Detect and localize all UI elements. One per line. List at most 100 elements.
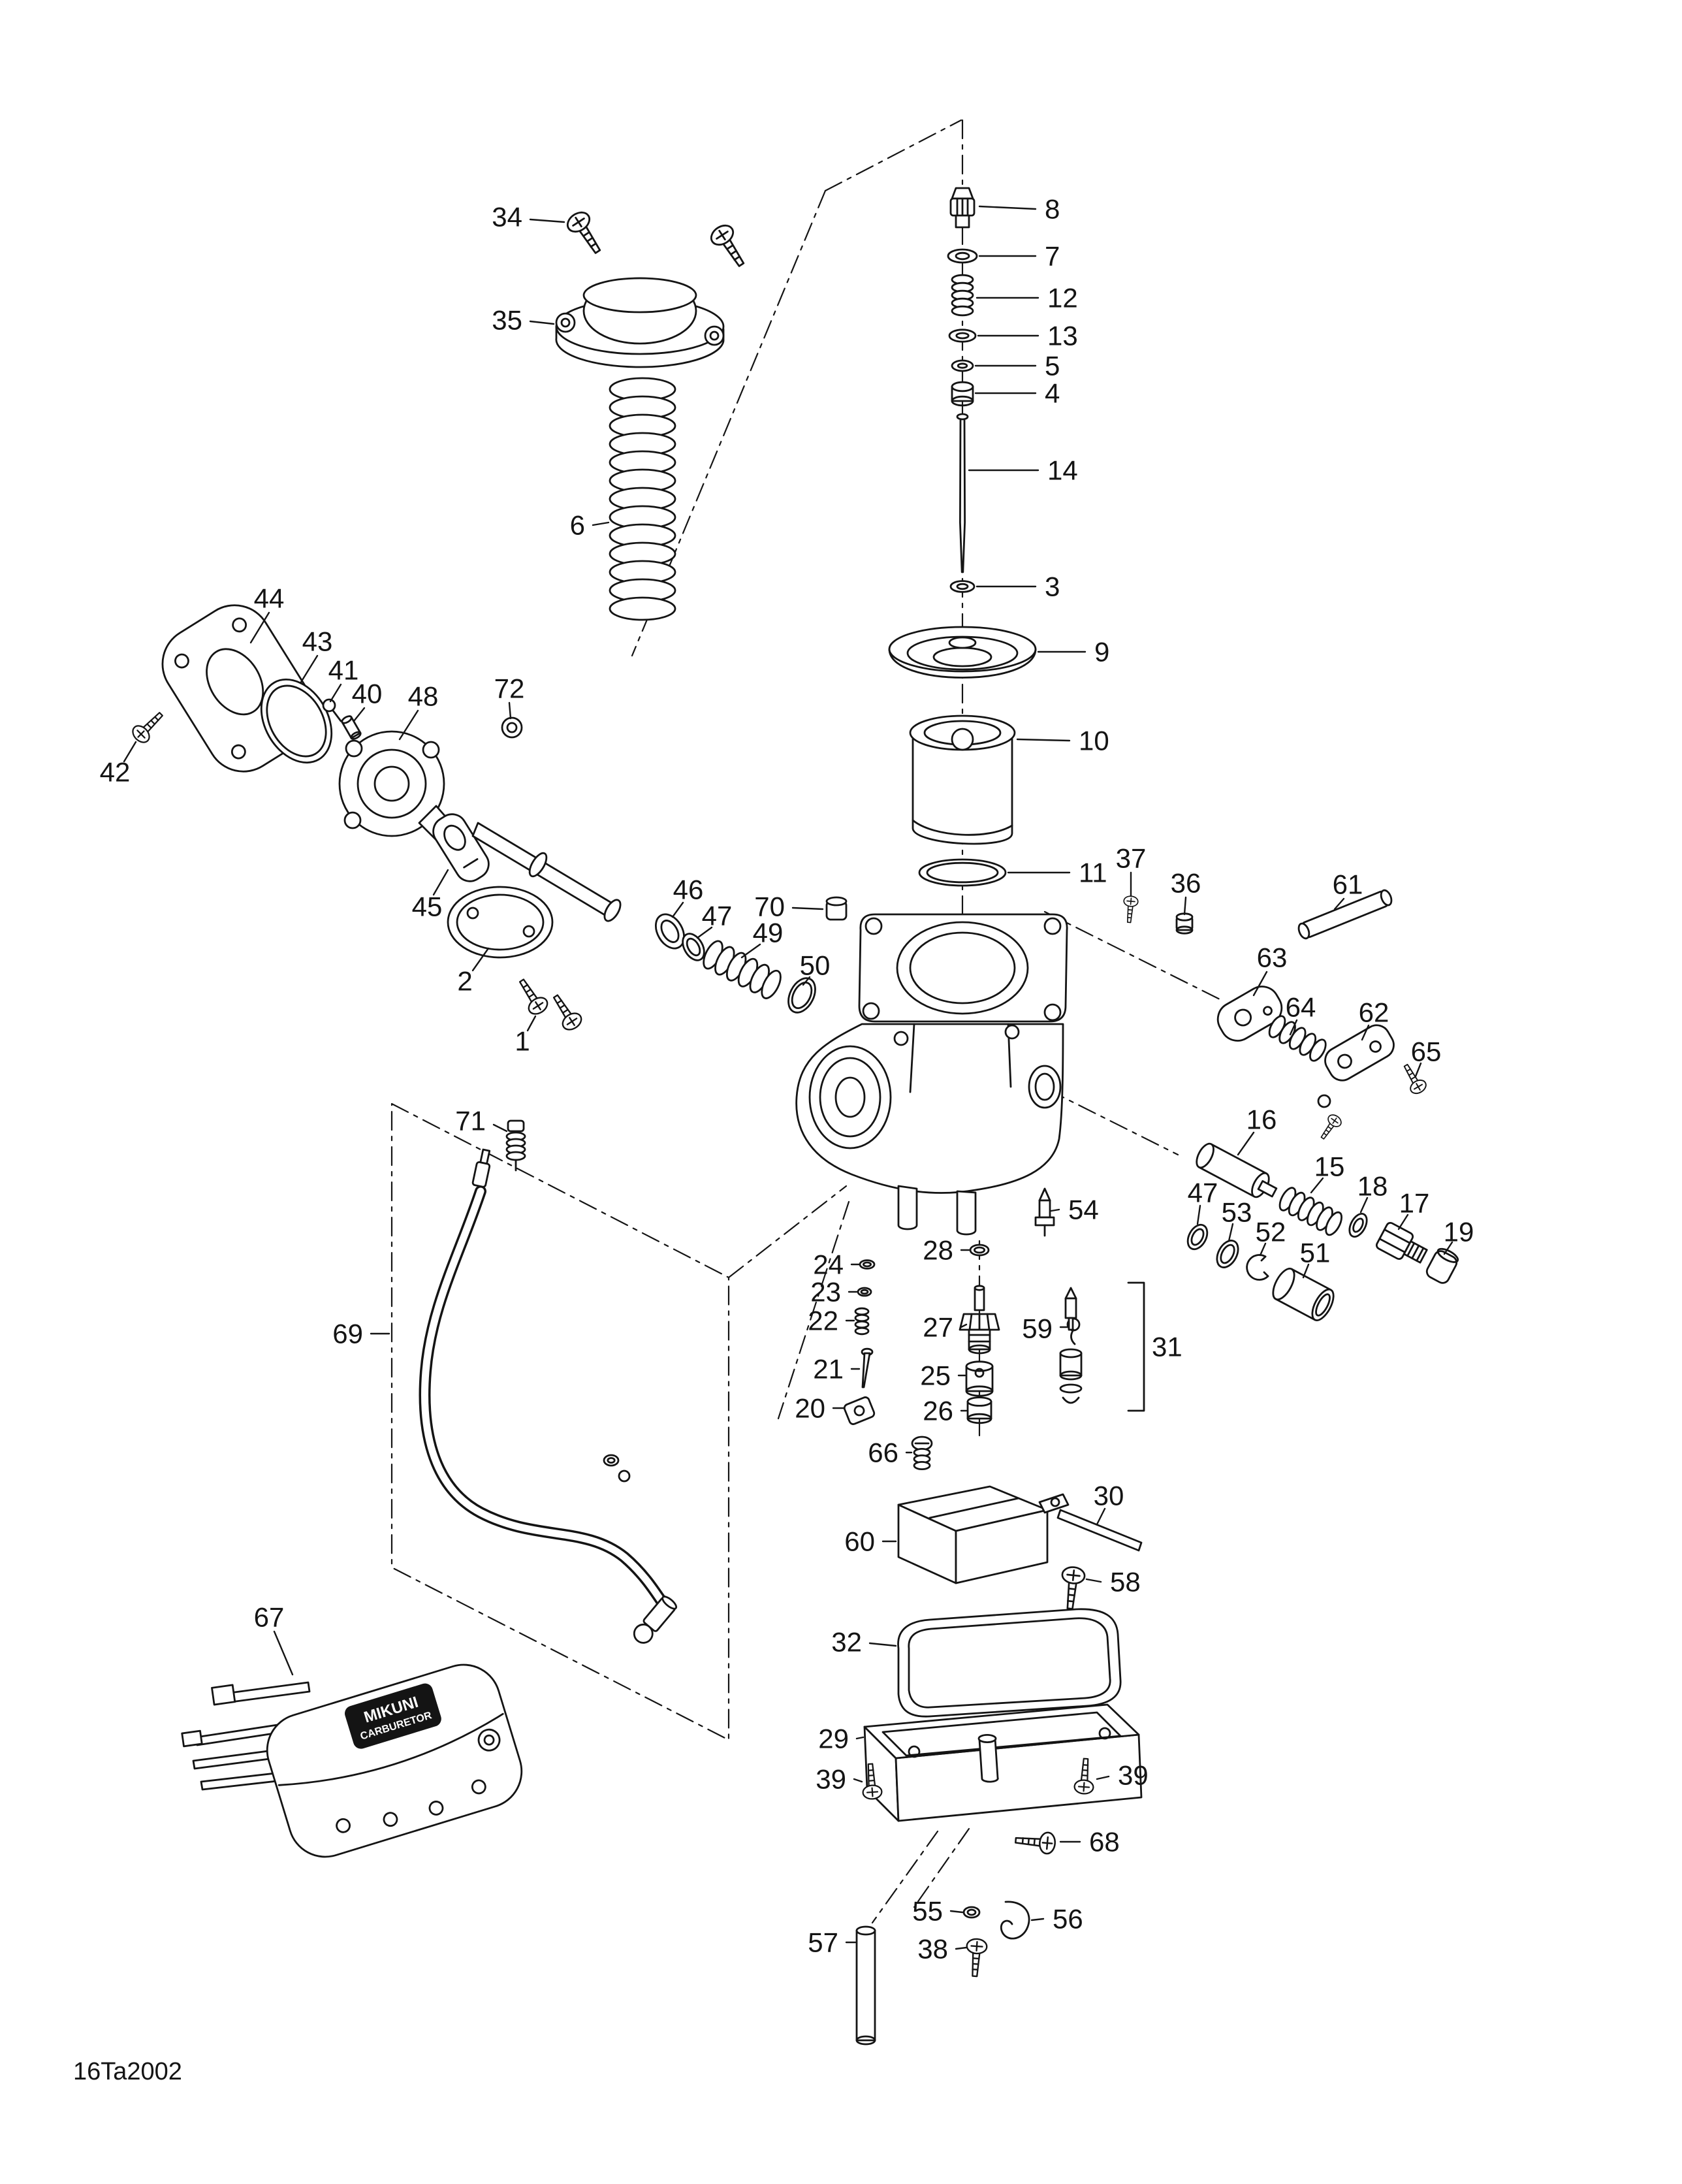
callout-leader bbox=[353, 707, 366, 722]
callout-52: 52 bbox=[1256, 1217, 1286, 1257]
part-number-label: 29 bbox=[818, 1724, 849, 1754]
callout-57: 57 bbox=[808, 1927, 857, 1958]
callout-68: 68 bbox=[1059, 1827, 1120, 1857]
callout-58: 58 bbox=[1085, 1567, 1141, 1598]
part-60-float bbox=[897, 1485, 1070, 1584]
part-20-stop bbox=[843, 1396, 876, 1425]
part-number-label: 11 bbox=[1079, 858, 1107, 888]
part-number-label: 39 bbox=[816, 1764, 846, 1795]
callout-leader bbox=[329, 683, 342, 703]
part-number-label: 18 bbox=[1357, 1171, 1388, 1202]
callout-leader bbox=[529, 320, 555, 325]
part-29-float-bowl bbox=[863, 1703, 1143, 1822]
diagram-code: 16Ta2002 bbox=[73, 2058, 182, 2085]
part-number-label: 31 bbox=[1152, 1332, 1182, 1362]
part-number-label: 45 bbox=[412, 891, 443, 922]
part-number-label: 36 bbox=[1171, 868, 1201, 899]
callout-leader bbox=[299, 654, 319, 684]
callout-47: 47 bbox=[696, 901, 732, 939]
callout-leader bbox=[123, 741, 137, 763]
part-13-washer bbox=[948, 329, 977, 343]
callout-leader bbox=[1183, 896, 1187, 916]
callout-40: 40 bbox=[352, 679, 382, 722]
screw-42 bbox=[129, 707, 168, 747]
part-72-plug bbox=[501, 716, 523, 739]
callout-20: 20 bbox=[795, 1393, 845, 1424]
part-30-float-pin bbox=[1056, 1509, 1143, 1552]
part-number-label: 61 bbox=[1333, 869, 1363, 900]
callout-24: 24 bbox=[813, 1249, 861, 1280]
part-number-label: 10 bbox=[1079, 726, 1109, 756]
part-7-washer bbox=[947, 248, 978, 264]
callout-31: 31 bbox=[1152, 1332, 1182, 1362]
callout-leader bbox=[273, 1630, 294, 1676]
part-number-label: 14 bbox=[1047, 455, 1078, 486]
callout-8: 8 bbox=[978, 194, 1060, 225]
part-50-oring bbox=[787, 977, 816, 1014]
callout-70: 70 bbox=[754, 891, 824, 922]
part-9-diaphragm bbox=[888, 626, 1037, 679]
callout-64: 64 bbox=[1286, 992, 1316, 1036]
part-number-label: 19 bbox=[1444, 1217, 1474, 1247]
part-number-label: 15 bbox=[1314, 1151, 1345, 1182]
callout-leader bbox=[1030, 1918, 1045, 1921]
part-number-label: 42 bbox=[100, 757, 131, 788]
callout-leader bbox=[1359, 1196, 1369, 1213]
callout-53: 53 bbox=[1222, 1197, 1252, 1242]
part-number-label: 71 bbox=[455, 1106, 486, 1136]
callout-leader bbox=[1289, 1019, 1298, 1036]
part-45-lever bbox=[432, 813, 490, 882]
callout-72: 72 bbox=[494, 673, 524, 720]
washer-small bbox=[1317, 1094, 1331, 1108]
part-number-label: 5 bbox=[1045, 351, 1060, 381]
part-number-label: 27 bbox=[923, 1312, 953, 1343]
part-8-adjuster bbox=[949, 187, 976, 229]
part-number-label: 58 bbox=[1110, 1567, 1141, 1598]
callout-55: 55 bbox=[912, 1896, 964, 1927]
tool-pouch: MIKUNI CARBURETOR bbox=[266, 1663, 523, 1858]
callout-4: 4 bbox=[974, 378, 1060, 409]
part-47a-washer bbox=[682, 933, 705, 961]
part-number-label: 60 bbox=[844, 1526, 875, 1557]
callout-26: 26 bbox=[923, 1396, 968, 1426]
part-23-washer bbox=[857, 1287, 872, 1297]
callout-leader bbox=[671, 901, 684, 918]
part-number-label: 34 bbox=[492, 202, 522, 233]
callout-60: 60 bbox=[844, 1526, 897, 1557]
callout-leader bbox=[1302, 1263, 1310, 1279]
bowl-overflow-tube bbox=[977, 1733, 999, 1783]
callout-29: 29 bbox=[818, 1724, 865, 1754]
part-70-plug bbox=[825, 896, 848, 921]
callout-18: 18 bbox=[1357, 1171, 1388, 1213]
part-number-label: 46 bbox=[673, 875, 704, 905]
callout-35: 35 bbox=[492, 305, 555, 336]
part-number-label: 22 bbox=[808, 1306, 838, 1336]
part-4-spacer bbox=[951, 381, 974, 407]
callout-leader bbox=[1397, 1213, 1409, 1230]
part-56-clip bbox=[1000, 1901, 1030, 1940]
callout-30: 30 bbox=[1094, 1481, 1124, 1526]
part-number-label: 53 bbox=[1222, 1197, 1252, 1228]
part-17-fitting bbox=[1375, 1221, 1428, 1264]
part-66-screw-spring bbox=[911, 1436, 933, 1470]
callout-39: 39 bbox=[1096, 1760, 1149, 1791]
callout-leader bbox=[955, 1946, 968, 1950]
callout-25: 25 bbox=[920, 1360, 966, 1391]
callout-34: 34 bbox=[492, 202, 565, 233]
callout-65: 65 bbox=[1411, 1036, 1441, 1078]
callout-3: 3 bbox=[976, 571, 1060, 602]
part-number-label: 52 bbox=[1256, 1217, 1286, 1247]
callout-54: 54 bbox=[1050, 1195, 1099, 1225]
plunger-assembly bbox=[1034, 1142, 1459, 1321]
cable-end-upper bbox=[471, 1148, 491, 1188]
part-number-label: 38 bbox=[917, 1934, 948, 1965]
callout-16: 16 bbox=[1237, 1104, 1277, 1156]
part-number-label: 48 bbox=[408, 681, 439, 712]
callout-27: 27 bbox=[923, 1312, 968, 1343]
callout-2: 2 bbox=[457, 947, 490, 997]
part-number-label: 37 bbox=[1116, 843, 1147, 874]
part-43-gasket bbox=[260, 679, 333, 763]
